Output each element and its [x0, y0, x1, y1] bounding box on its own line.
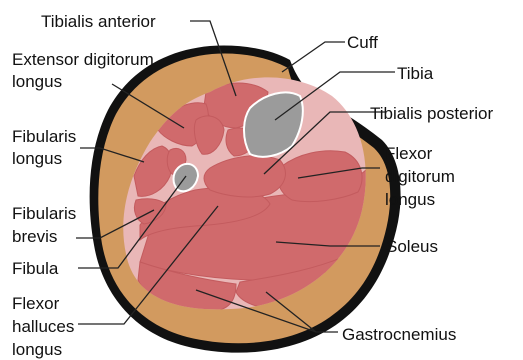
- label-cuff: Cuff: [347, 32, 378, 53]
- label-gastrocnemius: Gastrocnemius: [342, 324, 456, 345]
- label-fibularis-longus-line1: Fibularis: [12, 126, 76, 147]
- label-fibularis-brevis-line2: brevis: [12, 226, 57, 247]
- label-fibularis-brevis-line1: Fibularis: [12, 203, 76, 224]
- label-tibialis-posterior: Tibialis posterior: [370, 103, 493, 124]
- label-fdl-line3: longus: [385, 189, 435, 210]
- label-fhl-line3: longus: [12, 339, 62, 360]
- label-fibularis-longus-line2: longus: [12, 148, 62, 169]
- label-extensor-line1: Extensor digitorum: [12, 49, 154, 70]
- label-soleus: Soleus: [386, 236, 438, 257]
- label-fdl-line2: digitorum: [385, 166, 455, 187]
- label-fdl-line1: Flexor: [385, 143, 432, 164]
- label-fhl-line1: Flexor: [12, 293, 59, 314]
- label-fhl-line2: halluces: [12, 316, 74, 337]
- label-tibia: Tibia: [397, 63, 433, 84]
- label-fibula: Fibula: [12, 258, 58, 279]
- label-tibialis-anterior: Tibialis anterior: [41, 11, 156, 32]
- label-extensor-line2: longus: [12, 71, 62, 92]
